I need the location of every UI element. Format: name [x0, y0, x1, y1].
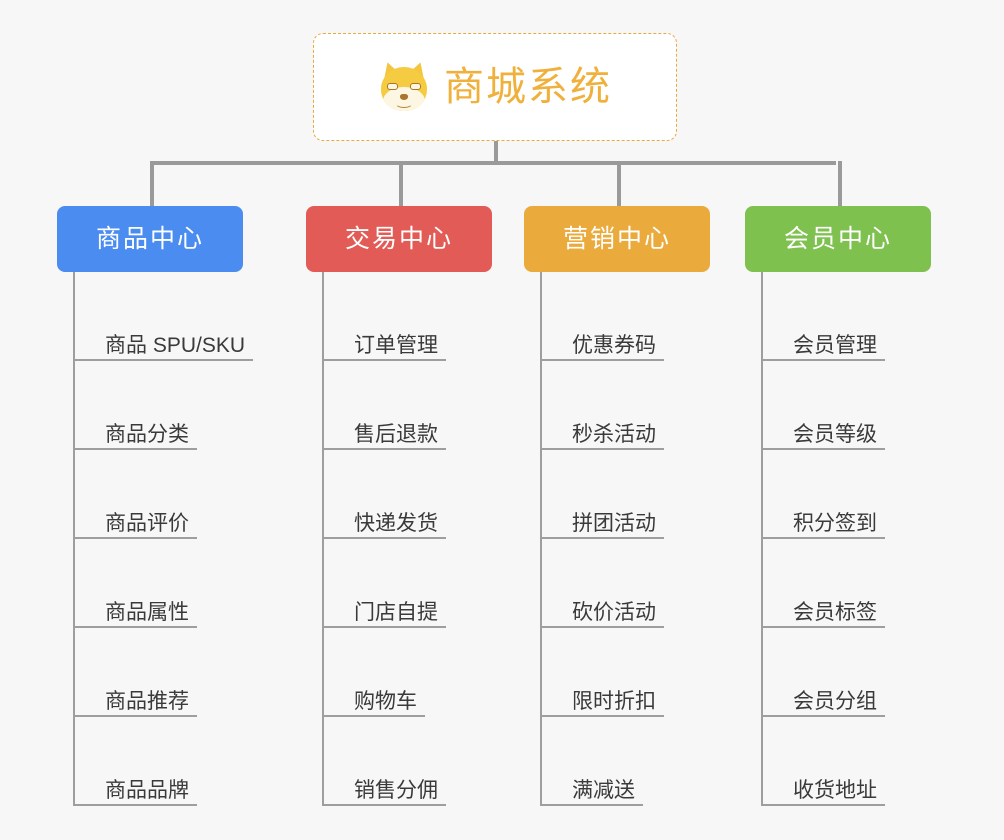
category-label: 会员中心: [783, 224, 892, 253]
leaf-item[interactable]: 会员等级: [761, 361, 885, 450]
leaf-underline: [73, 626, 197, 628]
leaf-column: 优惠券码秒杀活动拼团活动砍价活动限时折扣满减送: [540, 272, 664, 806]
leaf-underline: [761, 537, 885, 539]
leaf-item[interactable]: 满减送: [540, 717, 664, 806]
leaf-item[interactable]: 商品品牌: [73, 717, 253, 806]
leaf-item-label: 会员等级: [793, 423, 877, 446]
leaf-column: 商品 SPU/SKU 商品分类商品评价商品属性商品推荐商品品牌: [73, 272, 253, 806]
leaf-column: 会员管理会员等级积分签到会员标签会员分组收货地址: [761, 272, 885, 806]
leaf-item-label: 秒杀活动: [572, 423, 656, 446]
category-box[interactable]: 交易中心: [306, 206, 492, 272]
category-box[interactable]: 商品中心: [57, 206, 243, 272]
leaf-item[interactable]: 商品分类: [73, 361, 253, 450]
leaf-underline: [761, 626, 885, 628]
leaf-underline: [540, 626, 664, 628]
leaf-item-label: 商品分类: [105, 423, 189, 446]
leaf-underline: [761, 448, 885, 450]
leaf-underline: [322, 359, 446, 361]
category-label: 商品中心: [95, 224, 204, 253]
leaf-underline: [540, 715, 664, 717]
leaf-underline: [73, 448, 197, 450]
leaf-item[interactable]: 秒杀活动: [540, 361, 664, 450]
leaf-item[interactable]: 购物车: [322, 628, 446, 717]
leaf-item-label: 商品 SPU/SKU: [105, 334, 246, 357]
leaf-underline: [540, 537, 664, 539]
leaf-underline: [540, 448, 664, 450]
root-connector-stem: [494, 141, 498, 164]
category-label: 交易中心: [344, 224, 453, 253]
leaf-item-label: 商品推荐: [105, 690, 189, 713]
leaf-item-label: 快递发货: [354, 512, 438, 535]
leaf-spine: [322, 272, 324, 806]
leaf-item[interactable]: 售后退款: [322, 361, 446, 450]
connector-to-3: [617, 161, 621, 206]
category-box[interactable]: 营销中心: [524, 206, 710, 272]
leaf-item-label: 积分签到: [793, 512, 877, 535]
category-box[interactable]: 会员中心: [745, 206, 931, 272]
leaf-spine: [73, 272, 75, 806]
leaf-underline: [322, 626, 446, 628]
category-label: 营销中心: [562, 224, 671, 253]
leaf-underline: [761, 359, 885, 361]
leaf-column: 订单管理售后退款快递发货门店自提购物车销售分佣: [322, 272, 446, 806]
leaf-item[interactable]: 优惠券码: [540, 272, 664, 361]
leaf-item[interactable]: 积分签到: [761, 450, 885, 539]
leaf-item-label: 购物车: [354, 690, 417, 713]
connector-to-4: [838, 161, 842, 206]
leaf-item[interactable]: 商品评价: [73, 450, 253, 539]
leaf-item-label: 砍价活动: [572, 601, 656, 624]
leaf-item[interactable]: 砍价活动: [540, 539, 664, 628]
leaf-underline: [761, 715, 885, 717]
leaf-item-label: 会员管理: [793, 334, 877, 357]
leaf-item[interactable]: 门店自提: [322, 539, 446, 628]
leaf-item[interactable]: 快递发货: [322, 450, 446, 539]
leaf-item-label: 会员标签: [793, 601, 877, 624]
leaf-item-label: 拼团活动: [572, 512, 656, 535]
leaf-item-label: 订单管理: [354, 334, 438, 357]
leaf-item-label: 收货地址: [793, 779, 877, 802]
leaf-item[interactable]: 拼团活动: [540, 450, 664, 539]
leaf-underline: [73, 359, 253, 361]
leaf-item[interactable]: 限时折扣: [540, 628, 664, 717]
leaf-underline: [540, 359, 664, 361]
connector-to-2: [399, 161, 403, 206]
leaf-item[interactable]: 会员分组: [761, 628, 885, 717]
leaf-item-label: 销售分佣: [354, 779, 438, 802]
leaf-item-label: 商品品牌: [105, 779, 189, 802]
leaf-item-label: 售后退款: [354, 423, 438, 446]
leaf-item-label: 限时折扣: [572, 690, 656, 713]
leaf-item[interactable]: 商品推荐: [73, 628, 253, 717]
leaf-spine: [540, 272, 542, 806]
leaf-item-label: 商品属性: [105, 601, 189, 624]
leaf-underline: [73, 537, 197, 539]
leaf-item[interactable]: 订单管理: [322, 272, 446, 361]
leaf-spine: [761, 272, 763, 806]
leaf-item-label: 门店自提: [354, 601, 438, 624]
leaf-underline: [322, 537, 446, 539]
leaf-underline: [322, 448, 446, 450]
leaf-underline: [73, 804, 197, 806]
leaf-item-label: 会员分组: [793, 690, 877, 713]
leaf-underline: [73, 715, 197, 717]
leaf-item-label: 商品评价: [105, 512, 189, 535]
leaf-underline: [322, 804, 446, 806]
leaf-underline: [761, 804, 885, 806]
shiba-dog-face-icon: [378, 59, 430, 113]
leaf-item[interactable]: 商品属性: [73, 539, 253, 628]
leaf-item[interactable]: 收货地址: [761, 717, 885, 806]
leaf-underline: [540, 804, 643, 806]
root-connector-bus: [150, 161, 836, 165]
leaf-item[interactable]: 销售分佣: [322, 717, 446, 806]
leaf-item[interactable]: 会员管理: [761, 272, 885, 361]
connector-to-1: [150, 161, 154, 206]
root-node[interactable]: 商城系统: [313, 33, 677, 141]
root-title: 商城系统: [444, 65, 612, 109]
leaf-item-label: 优惠券码: [572, 334, 656, 357]
leaf-underline: [322, 715, 425, 717]
leaf-item[interactable]: 商品 SPU/SKU: [73, 272, 253, 361]
leaf-item-label: 满减送: [572, 779, 635, 802]
leaf-item[interactable]: 会员标签: [761, 539, 885, 628]
